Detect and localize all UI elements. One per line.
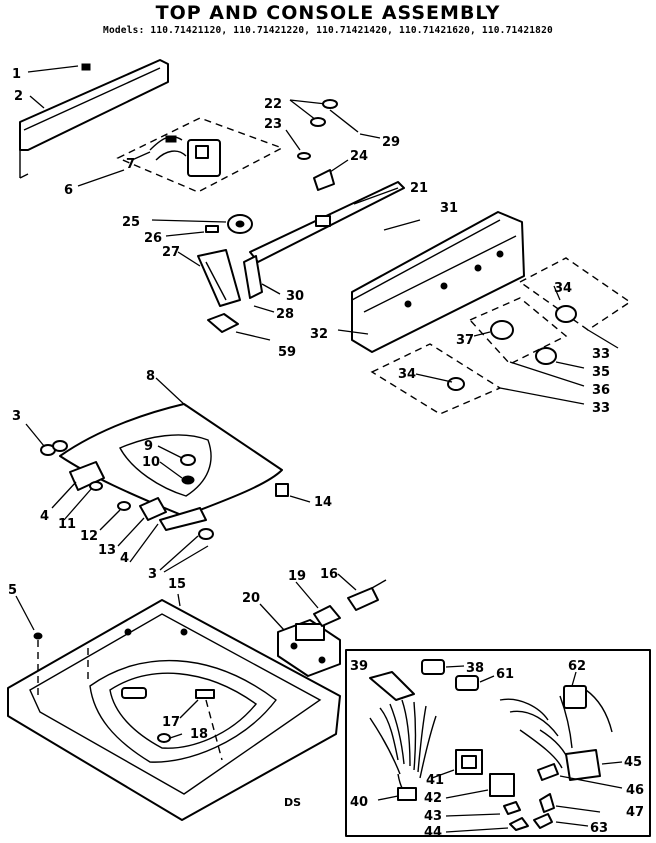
- callout-4-lower: 4: [120, 551, 129, 566]
- callout-25: 25: [122, 215, 140, 230]
- callout-45: 45: [624, 755, 642, 770]
- callout-22: 22: [264, 97, 282, 112]
- callout-23: 23: [264, 117, 282, 132]
- callout-36: 36: [592, 383, 610, 398]
- callout-46: 46: [626, 783, 644, 798]
- callout-3-lower: 3: [148, 567, 157, 582]
- washer-top: [7, 593, 341, 821]
- callout-39: 39: [350, 659, 368, 674]
- callout-18: 18: [190, 727, 208, 742]
- callout-3: 3: [12, 409, 21, 424]
- callout-12: 12: [80, 529, 98, 544]
- callout-59: 59: [278, 345, 296, 360]
- callout-28: 28: [276, 307, 294, 322]
- callout-29: 29: [382, 135, 400, 150]
- callout-4: 4: [40, 509, 49, 524]
- callout-31: 31: [440, 201, 458, 216]
- callout-7: 7: [126, 157, 135, 172]
- console-back-panel: [19, 59, 169, 179]
- callout-63: 63: [590, 821, 608, 836]
- callout-30: 30: [286, 289, 304, 304]
- callout-32: 32: [310, 327, 328, 342]
- callout-26: 26: [144, 231, 162, 246]
- callout-40: 40: [350, 795, 368, 810]
- callout-43: 43: [424, 809, 442, 824]
- callout-1: 1: [12, 67, 21, 82]
- callout-47: 47: [626, 805, 644, 820]
- callout-38: 38: [466, 661, 484, 676]
- footer-code: DS: [284, 796, 301, 809]
- upper-hardware: [151, 99, 381, 341]
- callout-62: 62: [568, 659, 586, 674]
- lid-switch: [259, 573, 387, 677]
- callout-14: 14: [314, 495, 332, 510]
- callout-10: 10: [142, 455, 160, 470]
- models-line: Models: 110.71421120, 110.71421220, 110.…: [103, 25, 553, 36]
- diagram-title: TOP AND CONSOLE ASSEMBLY: [155, 2, 501, 24]
- callout-15: 15: [168, 577, 186, 592]
- callout-33-lower: 33: [592, 401, 610, 416]
- lid-assembly: [25, 377, 311, 573]
- callout-20: 20: [242, 591, 260, 606]
- callout-44: 44: [424, 825, 442, 840]
- callout-21: 21: [410, 181, 428, 196]
- callout-8: 8: [146, 369, 155, 384]
- callout-42: 42: [424, 791, 442, 806]
- callout-6: 6: [64, 183, 73, 198]
- callout-41: 41: [426, 773, 444, 788]
- callout-2: 2: [14, 89, 23, 104]
- callout-34: 34: [554, 281, 572, 296]
- callout-5: 5: [8, 583, 17, 598]
- callout-11: 11: [58, 517, 76, 532]
- callout-16: 16: [320, 567, 338, 582]
- callout-37: 37: [456, 333, 474, 348]
- callout-17: 17: [162, 715, 180, 730]
- timer-subassembly: [77, 117, 284, 193]
- callout-27: 27: [162, 245, 180, 260]
- console-control-panel: [243, 181, 525, 353]
- callout-9: 9: [144, 439, 153, 454]
- callout-61: 61: [496, 667, 514, 682]
- callout-35: 35: [592, 365, 610, 380]
- callout-13: 13: [98, 543, 116, 558]
- callout-19: 19: [288, 569, 306, 584]
- callout-labels: 1 2 6 7 22 23 29 24 21 31 25 26 27 30 28…: [8, 67, 644, 840]
- callout-34-lower: 34: [398, 367, 416, 382]
- console-knobs: [370, 257, 632, 415]
- callout-33: 33: [592, 347, 610, 362]
- callout-24: 24: [350, 149, 368, 164]
- wiring-inset: [345, 649, 651, 837]
